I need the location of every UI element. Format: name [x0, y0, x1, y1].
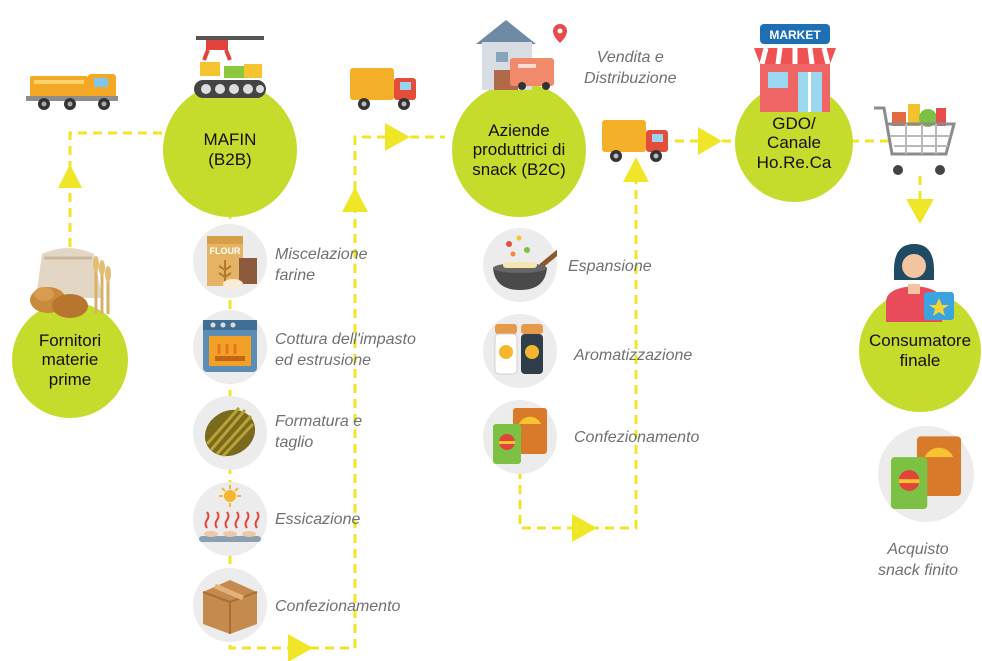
node-mafin: MAFIN (B2B)	[163, 83, 297, 217]
snack-bags-icon	[493, 408, 547, 464]
connector-to-b2c-top	[353, 135, 385, 190]
arrowhead-up-distribution	[623, 157, 649, 182]
delivery-truck-icon-2	[600, 114, 674, 166]
arrow-up-to-distribution	[590, 178, 638, 530]
shopping-cart-icon	[872, 100, 960, 180]
step-confezionamento-b2c	[483, 400, 557, 474]
node-gdo-label: GDO/ Canale Ho.Re.Ca	[756, 113, 832, 172]
label-cottura: Cottura dell'impasto ed estrusione	[275, 331, 416, 369]
label-essicazione: Essicazione	[275, 511, 361, 528]
arrowhead-right-bottom-2	[572, 514, 597, 542]
connector-mafin-steps	[228, 210, 290, 650]
arrowhead-down-consumer	[906, 199, 934, 224]
label-aromatizzazione: Aromatizzazione	[574, 347, 693, 364]
snack-shape-icon	[204, 407, 256, 458]
drying-icon	[199, 485, 261, 542]
svg-text:FLOUR: FLOUR	[210, 246, 241, 256]
label-vendita-distribuzione: Vendita e Distribuzione	[584, 49, 677, 87]
node-fornitori: Fornitori materie prime	[12, 302, 128, 418]
box-icon	[202, 580, 258, 634]
step-aromatizzazione	[483, 314, 557, 388]
factory-robot-icon	[190, 34, 270, 106]
warehouse-icon	[472, 14, 572, 94]
market-store-icon: MARKET	[752, 22, 838, 114]
node-mafin-label: MAFIN (B2B)	[203, 130, 257, 169]
label-espansione: Espansione	[568, 258, 652, 275]
step-espansione	[483, 228, 557, 302]
label-formatura: Formatura e taglio	[275, 413, 363, 451]
connector-b2c-steps	[518, 470, 575, 530]
arrowhead-up-suppliers	[58, 164, 82, 188]
arrowhead-up-b2c	[342, 187, 368, 212]
node-fornitori-label: Fornitori materie prime	[38, 330, 102, 389]
final-snack-bags-icon	[890, 436, 962, 510]
dump-truck-icon	[26, 68, 120, 112]
wok-icon	[493, 235, 557, 290]
flour-icon: FLOUR	[207, 236, 257, 289]
raw-materials-icon	[22, 244, 114, 322]
arrow-up-to-b2c	[310, 210, 357, 650]
label-confezionamento-mafin: Confezionamento	[275, 598, 401, 615]
label-miscelazione: Miscelazione farine	[275, 246, 368, 284]
consumer-icon	[884, 240, 956, 322]
node-aziende: Aziende produttrici di snack (B2C)	[452, 83, 586, 217]
label-confezionamento-b2c: Confezionamento	[574, 429, 700, 446]
arrowhead-right-gdo	[698, 127, 722, 155]
node-aziende-label: Aziende produttrici di snack (B2C)	[472, 120, 566, 179]
node-consumatore-label: Consumatore finale	[868, 331, 972, 370]
market-sign-text: MARKET	[769, 28, 821, 42]
step-cottura	[193, 310, 267, 384]
step-confezionamento-mafin	[193, 568, 267, 642]
connector-to-mafin	[68, 131, 168, 170]
arrowhead-right-b2c	[385, 123, 410, 151]
step-acquisto	[878, 426, 974, 522]
label-acquisto-snack: Acquisto snack finito	[878, 541, 959, 579]
step-miscelazione: FLOUR	[193, 224, 267, 298]
arrowhead-right-bottom-1	[288, 634, 313, 661]
oven-icon	[203, 320, 257, 372]
step-formatura	[193, 396, 267, 470]
delivery-truck-icon-1	[348, 62, 422, 114]
seasoning-icon	[494, 324, 543, 375]
step-essicazione	[193, 482, 267, 556]
